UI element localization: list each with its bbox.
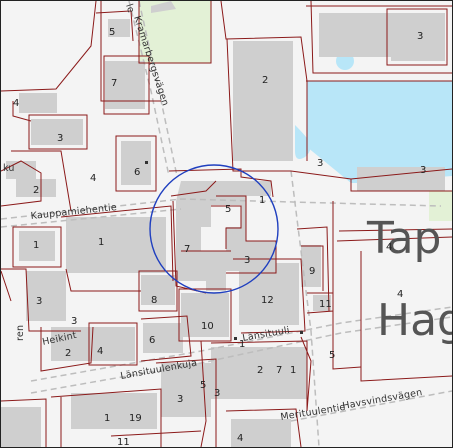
house-number: 3 [417,31,423,42]
house-number: 9 [309,266,315,277]
house-number: 4 [97,346,103,357]
building [108,19,130,37]
building [313,295,331,311]
house-number: 11 [319,299,332,310]
house-number: 3 [36,296,42,307]
house-number: 5 [109,27,115,38]
buildings [1,1,445,447]
house-number: 5 [200,380,206,391]
house-number: 3 [420,165,426,176]
house-number: 12 [261,295,274,306]
house-number: 3 [317,158,323,169]
street-label-edge-left-2: ren [15,325,26,341]
building [239,263,299,325]
house-number: 4 [397,289,403,300]
house-number: 4 [13,98,19,109]
building [71,393,157,429]
building [201,227,226,251]
house-number: 7 [276,365,282,376]
house-number: 1 [104,413,110,424]
building [211,347,307,399]
house-number: 7 [111,78,117,89]
building [391,13,445,61]
house-number: 3 [71,316,77,327]
house-numbers: 5 3 7 2 3 4 3 6 4 2 3 5 1 1 1 7 3 3 4 9 … [13,27,426,447]
pool-water [307,81,452,183]
selection-circle[interactable] [149,164,279,294]
building [16,179,56,197]
street-label-kramer-prefix: le [123,3,136,15]
house-number: 1 [259,195,265,206]
house-number: 2 [262,75,268,86]
house-number: 6 [149,335,155,346]
house-number: 3 [244,255,250,266]
building [143,323,183,353]
house-number: 3 [177,394,183,405]
building [181,293,229,337]
building [231,419,291,447]
house-number: 3 [214,388,220,399]
house-number: 7 [184,244,190,255]
building [31,119,83,145]
house-number: 1 [33,240,39,251]
street-label-edge-left-1: ku [3,163,15,174]
house-number: 11 [117,437,130,447]
building [141,275,175,305]
house-number: 4 [386,242,392,253]
house-number: 1 [290,365,296,376]
building [1,407,41,447]
house-number: 4 [237,433,243,444]
building [19,93,57,113]
survey-marks [145,161,303,340]
house-number: 1 [98,237,104,248]
house-number: 5 [329,350,335,361]
house-number: 2 [65,348,71,359]
house-number: 4 [90,173,96,184]
house-number: 10 [201,321,214,332]
house-number: 1 [239,339,245,350]
house-number: 2 [257,365,263,376]
building [151,1,176,13]
house-number: 5 [225,204,231,215]
building [233,41,293,161]
building [211,205,241,227]
building [19,231,55,261]
building [26,271,66,321]
house-number: 6 [134,167,140,178]
building [301,245,321,287]
house-number: 3 [57,133,63,144]
building [91,327,135,361]
house-number: 19 [129,413,142,424]
building [66,217,166,273]
building [51,327,91,361]
house-number: 2 [33,185,39,196]
house-number: 8 [151,295,157,306]
place-label-tapiola: Tap [366,213,442,264]
place-label-hagalund: Hag [377,295,452,346]
